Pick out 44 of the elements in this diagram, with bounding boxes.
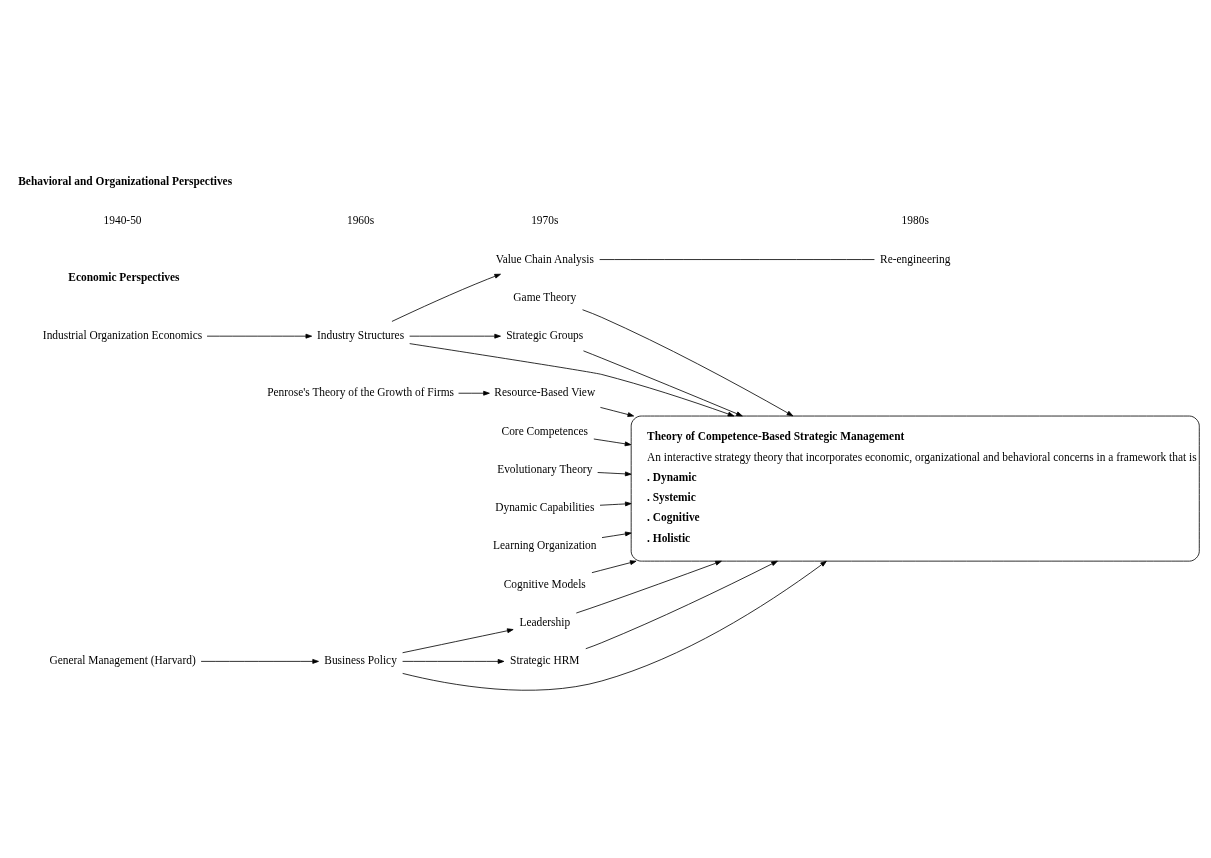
node-text: Dynamic Capabilities: [495, 500, 595, 513]
label: 1980s: [901, 213, 929, 226]
node-text: Core Competences: [501, 424, 589, 437]
arrow: [391, 273, 501, 322]
arrow: [409, 333, 501, 339]
arrow: [591, 559, 637, 573]
node-text: Evolutionary Theory: [497, 462, 593, 475]
arrow: [600, 406, 635, 417]
node-text: General Management (Harvard): [49, 653, 196, 666]
arrow: [593, 438, 632, 446]
node-text: Strategic Groups: [506, 328, 584, 341]
node-text: Industrial Organization Economics: [42, 328, 203, 341]
node-text: Game Theory: [513, 290, 577, 303]
node-text: Penrose's Theory of the Growth of Firms: [267, 385, 454, 398]
arrow: [585, 560, 778, 649]
node-text: Re-engineering: [880, 252, 951, 265]
node-text: Business Policy: [324, 653, 397, 666]
arrow: [409, 342, 735, 416]
arrow: [206, 333, 313, 339]
node-text: Leadership: [519, 615, 571, 628]
node-box: Theory of Competence-Based Strategic Management An interactive strategy theory that incorporates economic, organizational and behavioral concerns in a framework that is . Dynamic . Systemic . Cognitive . Holistic: [630, 415, 1200, 562]
node-text: Value Chain Analysis: [495, 252, 594, 265]
node-text: Industry Structures: [317, 328, 405, 341]
label: 1960s: [346, 213, 375, 226]
arrow: [583, 349, 743, 416]
arrow: [582, 308, 794, 416]
node-text: Strategic HRM: [510, 653, 580, 666]
node-text: Cognitive Models: [503, 577, 586, 590]
arrow: [402, 560, 827, 691]
connector: [599, 258, 875, 260]
label: Behavioral and Organizational Perspectives: [18, 174, 233, 187]
arrow: [402, 658, 505, 664]
arrow: [601, 531, 632, 538]
arrow: [599, 501, 632, 506]
node-text: Learning Organization: [493, 538, 597, 551]
node-text: Resource-Based View: [494, 385, 596, 398]
arrow: [200, 658, 319, 664]
arrow: [402, 627, 514, 653]
label: Economic Perspectives: [68, 270, 180, 282]
arrow: [597, 471, 632, 476]
arrow: [575, 560, 722, 613]
arrow: [458, 390, 490, 396]
label: 1970s: [531, 213, 559, 226]
label: 1940-50: [103, 213, 142, 226]
